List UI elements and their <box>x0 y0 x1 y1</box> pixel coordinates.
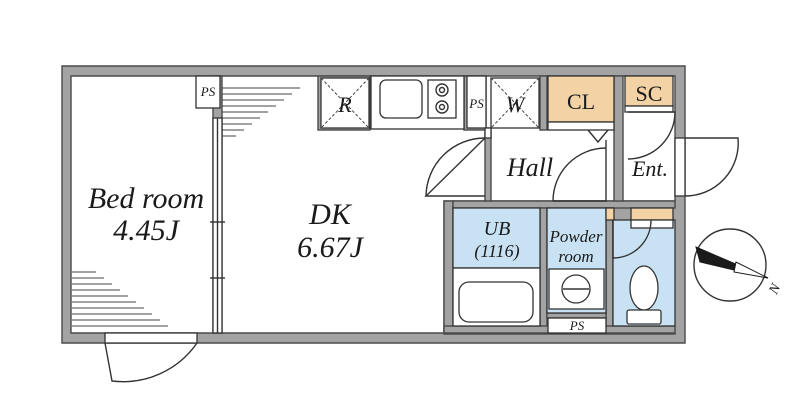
ps-label-kitchen: PS <box>468 96 484 111</box>
powder-label-line1: Powder <box>549 227 603 246</box>
ub-label: UB <box>484 218 511 240</box>
closet-door <box>627 111 676 160</box>
compass-circle <box>693 228 767 302</box>
bedroom-size-label: 4.45J <box>113 214 181 247</box>
ps-label-bottom: PS <box>569 318 585 333</box>
powder-room: Powder room <box>546 207 607 314</box>
balcony-door <box>104 332 198 383</box>
powder-label-line2: room <box>558 247 593 266</box>
toilet-room <box>605 207 676 327</box>
compass: N <box>693 228 785 302</box>
ps-shaft-kitchen: PS <box>466 75 487 129</box>
refrigerator: R <box>320 77 370 129</box>
ps-shaft-bottom: PS <box>547 317 607 334</box>
bathtub-icon <box>458 281 534 323</box>
burner-icon <box>435 100 449 114</box>
unit-bath: UB (1116) <box>452 207 541 327</box>
hall-door <box>424 127 492 197</box>
entrance-door <box>674 137 739 197</box>
ps-label-left: PS <box>200 84 216 99</box>
shoe-closet-sc: SC <box>624 75 674 113</box>
sc-label: SC <box>636 81 663 106</box>
cl-label: CL <box>567 89 595 114</box>
stove-icon <box>427 79 457 119</box>
washer: W <box>490 77 540 129</box>
entrance-label: Ent. <box>631 156 668 181</box>
bedroom-hatching <box>72 87 300 327</box>
bath-door <box>552 140 607 202</box>
closet-cl: CL <box>547 75 615 144</box>
hall-label: Hall <box>506 153 553 182</box>
ps-shaft-left: PS <box>195 75 221 109</box>
fridge-label: R <box>337 92 352 117</box>
bedroom-label: Bed room <box>88 182 204 215</box>
sliding-partition <box>210 117 225 334</box>
dk-label: DK <box>308 198 353 231</box>
burner-icon <box>435 83 449 97</box>
dk-size-label: 6.67J <box>297 231 365 264</box>
washer-label: W <box>506 92 526 117</box>
kitchen-counter <box>370 75 465 130</box>
sink-icon <box>379 79 423 119</box>
toilet-icon <box>629 265 659 311</box>
ub-size-label: (1116) <box>474 241 519 262</box>
toilet-tank-icon <box>626 309 662 325</box>
compass-north-label: N <box>766 281 784 297</box>
